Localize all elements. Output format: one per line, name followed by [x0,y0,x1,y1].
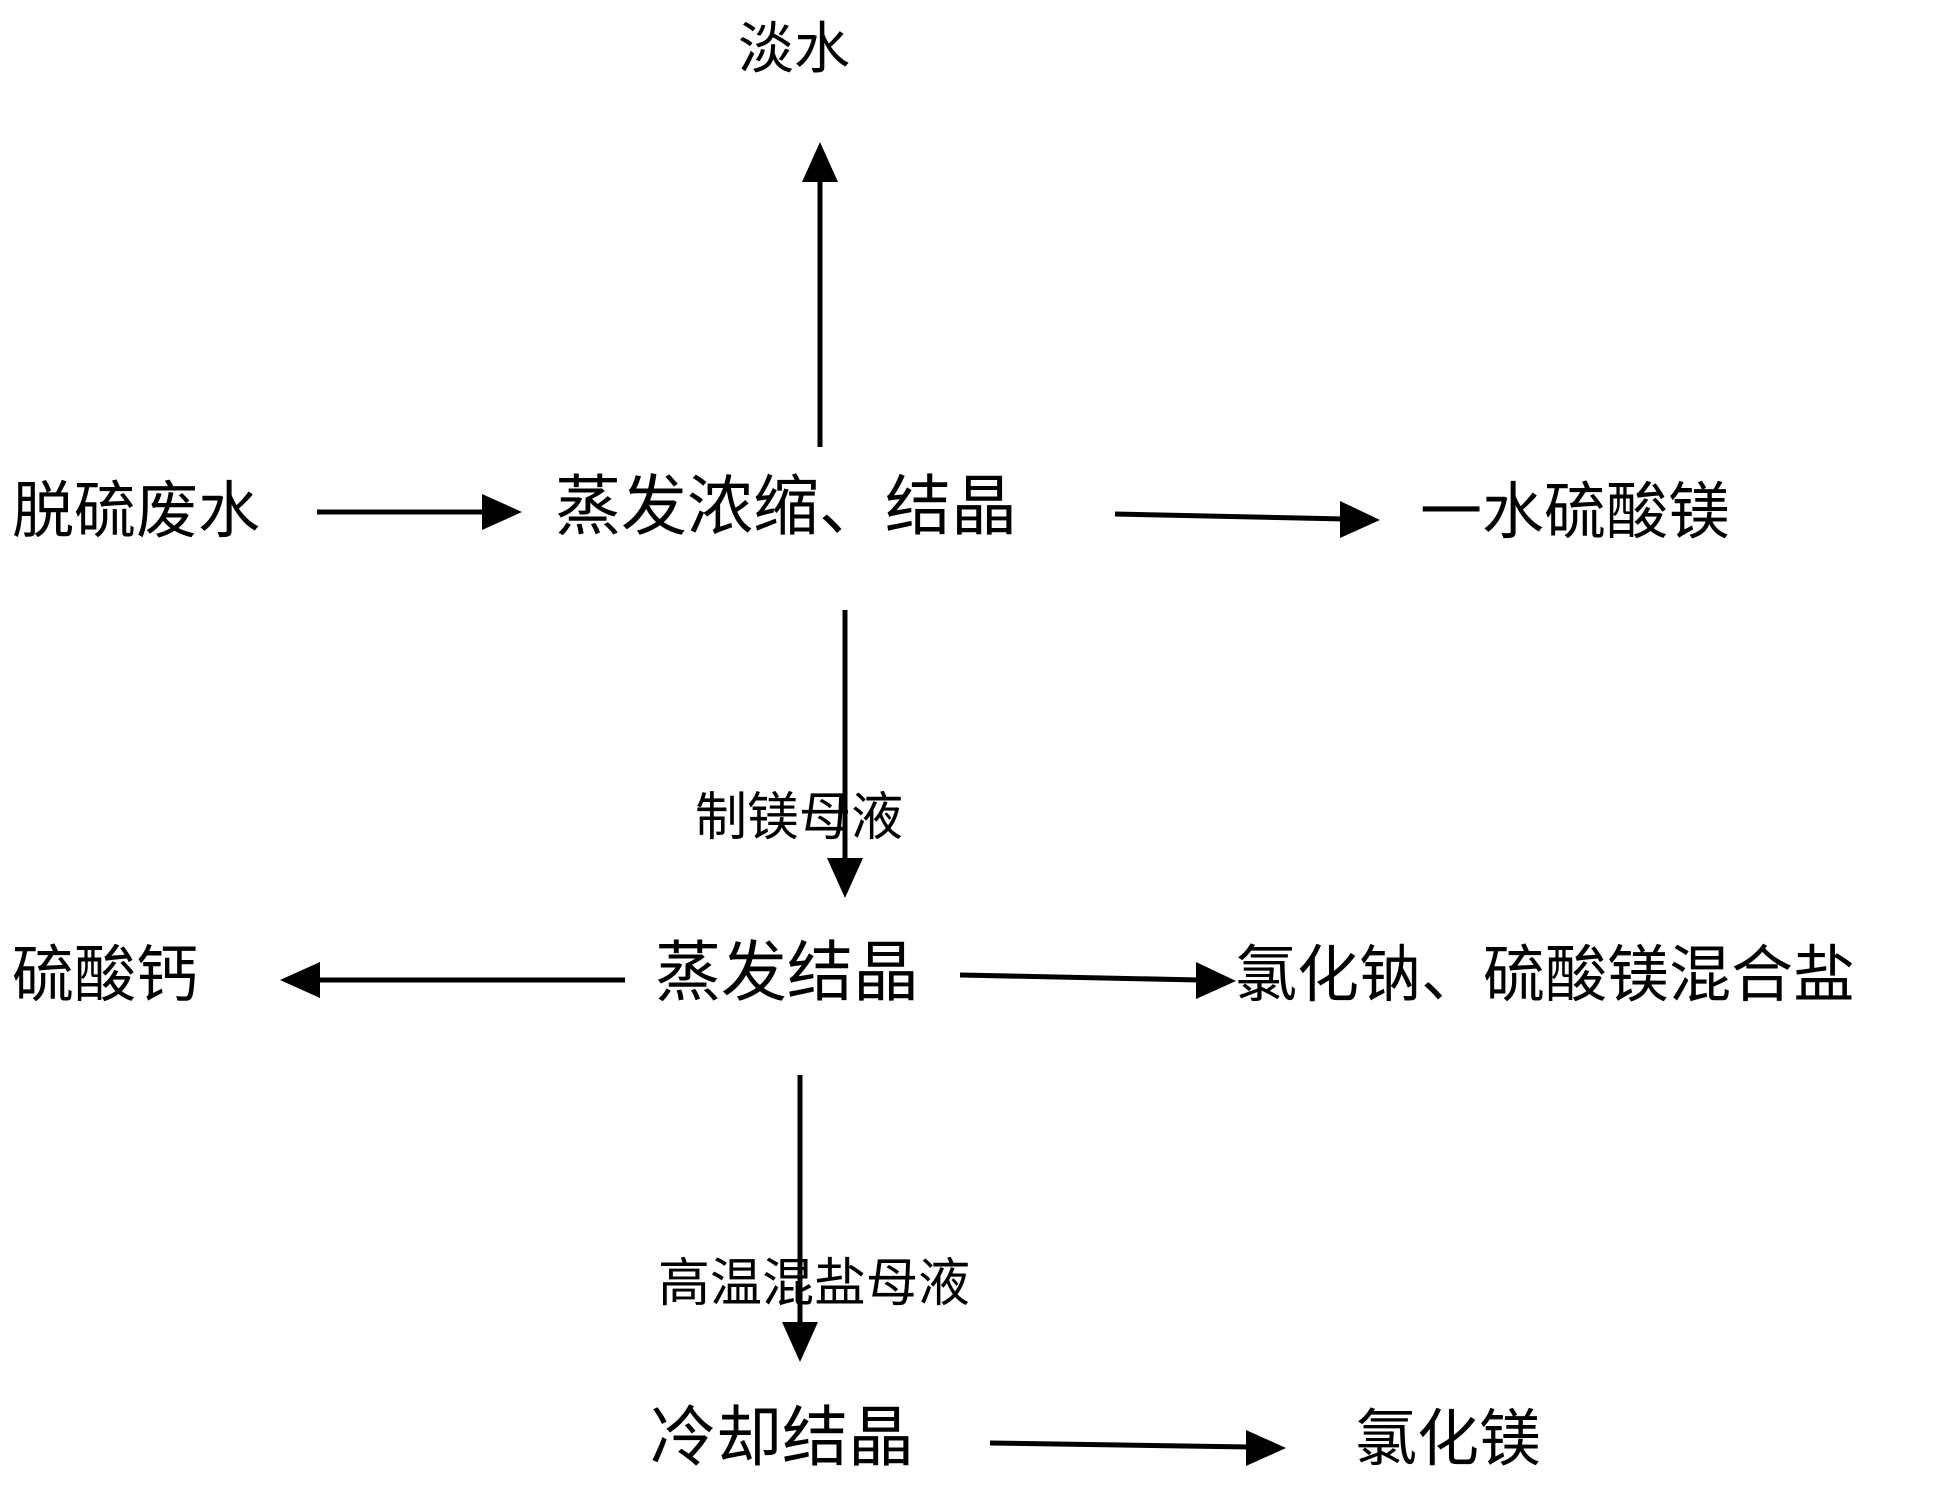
arrow-to-evaporation-crystallization [827,610,863,898]
node-fresh-water: 淡水 [738,17,850,82]
edge-label-high-temp-mixed-salt-mother-liquor: 高温混盐母液 [658,1254,971,1314]
arrow-to-fresh-water [802,142,838,447]
node-calcium-sulfate: 硫酸钙 [12,938,199,1011]
arrow-to-magnesium-sulfate-monohydrate [1114,501,1380,538]
node-evaporation-concentration-crystallization: 蒸发浓缩、结晶 [555,468,1017,545]
arrow-wastewater-to-evaporation [317,494,522,530]
edge-label-magnesium-mother-liquor: 制镁母液 [695,788,904,848]
node-cooling-crystallization: 冷却结晶 [650,1399,914,1476]
arrow-to-magnesium-chloride [989,1430,1286,1466]
arrow-to-cooling-crystallization [782,1075,818,1362]
node-evaporation-crystallization: 蒸发结晶 [655,934,919,1011]
arrow-to-mixed-salt [959,962,1236,999]
arrow-to-calcium-sulfate [280,962,625,998]
node-mixed-salt: 氯化钠、硫酸镁混合盐 [1235,938,1856,1011]
node-magnesium-sulfate-monohydrate: 一水硫酸镁 [1420,475,1731,548]
node-desulfurization-wastewater: 脱硫废水 [12,474,261,547]
node-magnesium-chloride: 氯化镁 [1355,1402,1542,1475]
